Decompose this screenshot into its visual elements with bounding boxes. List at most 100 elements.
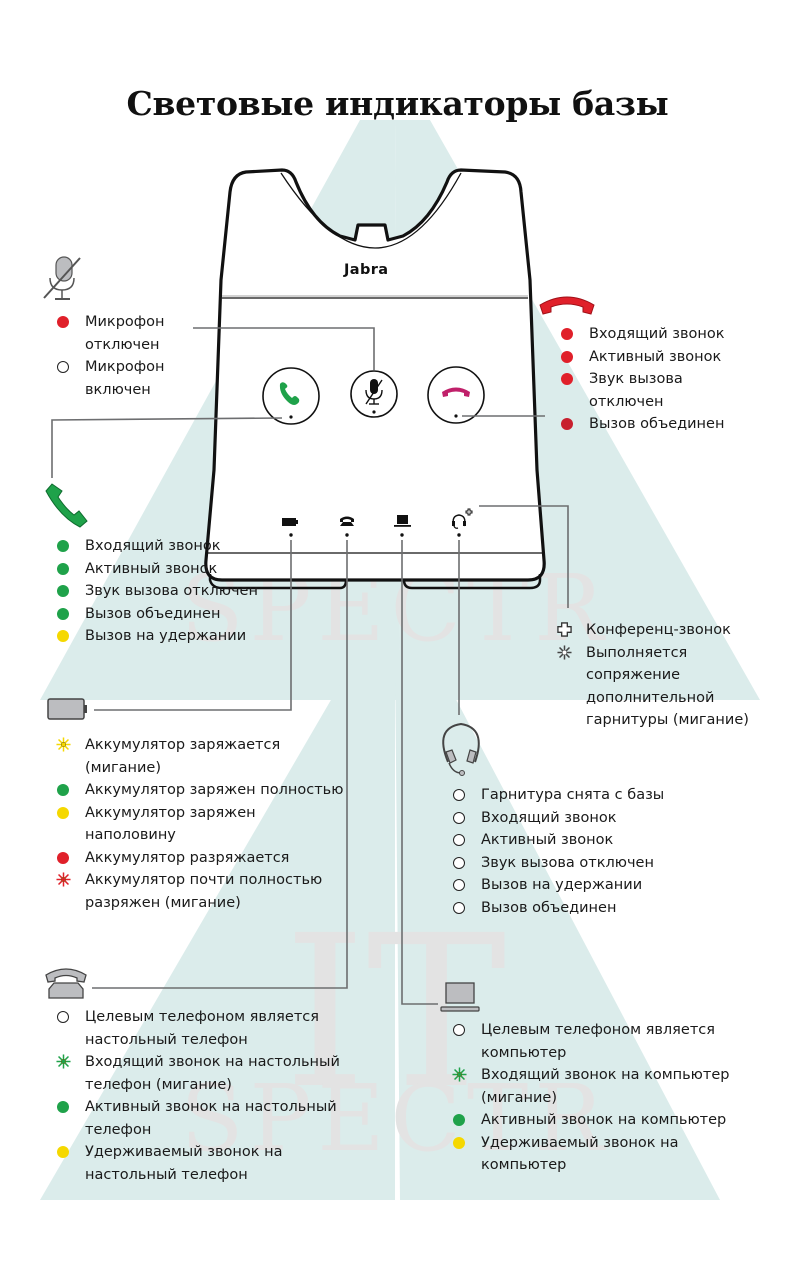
legend-item-text: Активный звонок bbox=[85, 560, 218, 577]
legend-item-text: Вызов на удержании bbox=[481, 877, 643, 893]
legend-item-text: Аккумулятор заряжен наполовину bbox=[85, 804, 256, 844]
legend-item: Микрофон отключен bbox=[57, 311, 207, 356]
led-off-icon bbox=[453, 901, 465, 914]
led-solid-green-icon bbox=[57, 784, 69, 796]
computer-legend-icon bbox=[440, 982, 480, 1012]
legend-item: Аккумулятор заряжен полностью bbox=[57, 779, 347, 802]
legend-item: Конференц-звонок bbox=[557, 619, 758, 642]
led-off-icon bbox=[453, 879, 465, 891]
end-call-led bbox=[454, 414, 458, 418]
legend-item-text: Удерживаемый звонок на настольный телефо… bbox=[85, 1144, 283, 1183]
led-off-icon bbox=[453, 811, 465, 824]
legend-item: Вызов на удержании bbox=[57, 625, 267, 648]
legend-item: Вызов объединен bbox=[453, 897, 713, 920]
mute-legend-icon bbox=[43, 256, 81, 300]
led-solid-green-icon bbox=[57, 540, 69, 552]
headset-legend-icon bbox=[442, 722, 480, 776]
legend-item-text: Активный звонок на настольный телефон bbox=[85, 1099, 337, 1138]
legend-item-text: Удерживаемый звонок на компьютер bbox=[481, 1134, 679, 1174]
microphone-muted-icon bbox=[365, 379, 383, 405]
connector-lines bbox=[51, 327, 569, 1005]
desk-phone-legend-icon bbox=[45, 968, 87, 999]
legend-item-text: Аккумулятор разряжается bbox=[85, 849, 290, 866]
legend-item: Вызов на удержании bbox=[453, 874, 713, 897]
led-solid-red-icon bbox=[561, 373, 573, 385]
end-call-icon bbox=[442, 387, 470, 397]
watermark-triangle-left-lower bbox=[40, 650, 395, 1200]
legend-item: Активный звонок bbox=[453, 829, 713, 852]
legend-item: Аккумулятор разряжается bbox=[57, 847, 347, 870]
legend-item: Гарнитура снята с базы bbox=[453, 784, 713, 807]
led-solid-dark_red-icon bbox=[561, 418, 573, 430]
legend-item-text: Входящий звонок bbox=[589, 326, 725, 342]
battery-status-icon bbox=[282, 518, 298, 537]
legend-item-text: Целевым телефоном является настольный те… bbox=[85, 1009, 319, 1048]
legend-item-text: Гарнитура снята с базы bbox=[481, 787, 665, 803]
watermark-it-bottom: IT bbox=[283, 890, 506, 1135]
led-off-icon bbox=[453, 856, 465, 869]
led-flashing-none-icon bbox=[557, 644, 572, 660]
led-solid-red-icon bbox=[561, 350, 573, 363]
led-solid-green-icon bbox=[57, 607, 69, 620]
end-call-legend-icon bbox=[539, 296, 595, 315]
legend-item: Аккумулятор почти полностью разряжен (ми… bbox=[56, 869, 347, 914]
led-flashing-yellow-icon bbox=[56, 737, 71, 752]
mute-led bbox=[372, 410, 376, 414]
legend-item-text: Вызов объединен bbox=[481, 899, 617, 916]
legend-item: Активный звонок bbox=[57, 558, 267, 581]
legend-item: Активный звонок bbox=[561, 346, 761, 369]
legend-item: Удерживаемый звонок на настольный телефо… bbox=[57, 1141, 347, 1186]
legend-item-text: Микрофон включен bbox=[85, 359, 165, 398]
led-solid-green-icon bbox=[57, 1101, 69, 1113]
led-flashing-green-icon bbox=[452, 1067, 467, 1082]
legend-item-text: Звук вызова отключен bbox=[85, 583, 258, 599]
legend-item: Входящий звонок bbox=[561, 323, 761, 346]
legend-item: Микрофон включен bbox=[57, 356, 207, 401]
mute-button[interactable] bbox=[350, 370, 398, 418]
legend-item-text: Входящий звонок bbox=[481, 809, 617, 826]
led-solid-green-icon bbox=[57, 585, 69, 597]
legend-item-text: Активный звонок bbox=[481, 832, 614, 848]
legend-item-text: Звук вызова отключен bbox=[589, 371, 683, 410]
legend-item: Входящий звонок на компьютер (мигание) bbox=[452, 1064, 733, 1109]
answer-call-icon bbox=[279, 382, 300, 405]
legend-item: Аккумулятор заряжен наполовину bbox=[57, 802, 347, 847]
legend-item: Входящий звонок на настольный телефон (м… bbox=[56, 1051, 347, 1096]
battery-legend-icon bbox=[47, 698, 87, 720]
led-solid-yellow-icon bbox=[57, 630, 69, 642]
answer-call-led bbox=[289, 415, 293, 419]
desk-phone-status-icon bbox=[340, 516, 354, 537]
legend-item: Активный звонок на настольный телефон bbox=[57, 1096, 347, 1141]
legend-item: Активный звонок на компьютер bbox=[453, 1109, 733, 1132]
led-solid-green-icon bbox=[57, 562, 69, 575]
page-title: Световые индикаторы базы bbox=[126, 84, 669, 123]
led-off-icon bbox=[453, 1024, 465, 1036]
led-solid-yellow-icon bbox=[57, 806, 69, 819]
led-solid-red-icon bbox=[561, 328, 573, 340]
led-solid-yellow-icon bbox=[57, 1146, 69, 1158]
legend-desk-phone: Целевым телефоном является настольный те… bbox=[56, 1006, 347, 1186]
headset-status-icon bbox=[452, 508, 473, 537]
legend-item-text: Вызов на удержании bbox=[85, 628, 247, 644]
legend-item-text: Вызов объединен bbox=[85, 605, 221, 622]
legend-item: Аккумулятор заряжается (мигание) bbox=[56, 734, 347, 779]
led-solid-yellow-icon bbox=[453, 1136, 465, 1149]
legend-item: Выполняется сопряжение дополнительной га… bbox=[557, 642, 758, 732]
legend-item-text: Входящий звонок bbox=[85, 538, 221, 554]
legend-item: Входящий звонок bbox=[453, 807, 713, 830]
legend-item: Вызов объединен bbox=[561, 413, 761, 436]
legend-item: Звук вызова отключен bbox=[57, 580, 267, 603]
led-solid-green-icon bbox=[453, 1114, 465, 1126]
legend-battery: Аккумулятор заряжается (мигание) Аккумуля… bbox=[56, 734, 347, 914]
legend-item-text: Аккумулятор заряжается (мигание) bbox=[85, 737, 281, 776]
legend-item-text: Активный звонок bbox=[589, 348, 722, 365]
legend-item-text: Звук вызова отключен bbox=[481, 854, 654, 871]
legend-item: Входящий звонок bbox=[57, 535, 267, 558]
legend-item-text: Целевым телефоном является компьютер bbox=[481, 1022, 715, 1061]
answer-call-button[interactable] bbox=[262, 367, 320, 425]
end-call-button[interactable] bbox=[427, 366, 485, 424]
